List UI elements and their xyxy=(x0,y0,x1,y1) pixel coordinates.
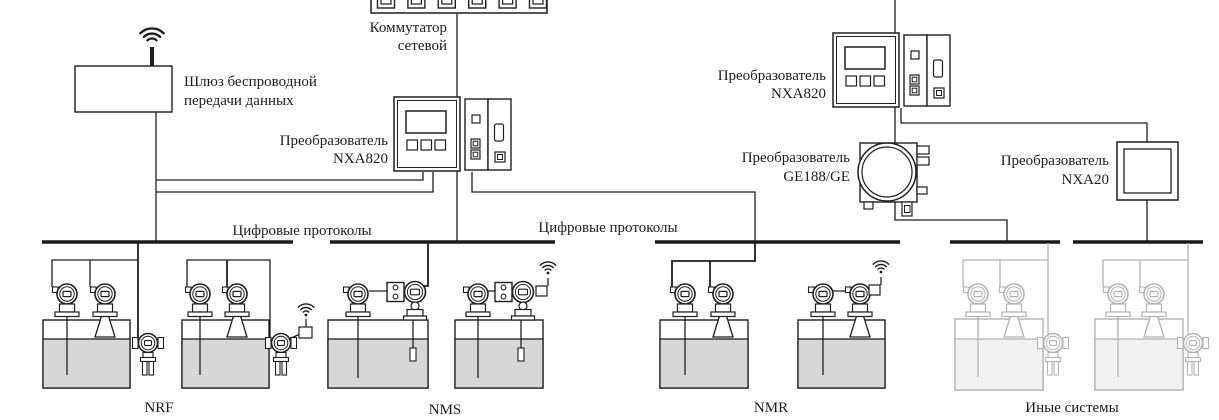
group-label-nms: NMS xyxy=(429,402,462,418)
wireless-gateway xyxy=(74,27,173,113)
wifi-icon xyxy=(539,261,557,276)
wireless-side-device xyxy=(264,332,298,376)
wifi-icon xyxy=(872,260,890,275)
network-wiring xyxy=(155,0,1148,243)
tank-group-nms: NMS xyxy=(327,243,557,418)
network-switch xyxy=(370,0,548,14)
nxa820-right-label-line1: Преобразователь xyxy=(718,68,826,84)
wifi-icon xyxy=(139,27,165,42)
nxa820-left-label-line1: Преобразователь xyxy=(280,133,388,149)
switch-label-line2: сетевой xyxy=(398,38,447,54)
bus-left-label: Цифровые протоколы xyxy=(232,223,371,239)
ge188-label-line1: Преобразователь xyxy=(742,150,850,166)
side-device xyxy=(131,332,165,376)
servo-gauge xyxy=(386,280,428,321)
converter-nxa820-right xyxy=(832,32,951,108)
wifi-icon xyxy=(297,303,315,318)
converter-nxa20 xyxy=(1116,141,1179,201)
diagram-labels: Коммутатор сетевой Шлюз беспроводной пер… xyxy=(184,20,1109,239)
switch-ports xyxy=(376,0,548,9)
converter-ge188 xyxy=(857,142,930,217)
tank-group-nrf: NRF xyxy=(42,243,315,416)
nxa20-label-line1: Преобразователь xyxy=(1001,153,1109,169)
converter-nxa820-left xyxy=(393,96,512,172)
gateway-label-line1: Шлюз беспроводной xyxy=(184,74,317,90)
nxa20-label-line2: NXA20 xyxy=(1062,172,1110,188)
wireless-servo-gauge xyxy=(494,280,536,321)
ge188-label-line2: GE188/GE xyxy=(783,169,850,185)
gateway-label-line2: передачи данных xyxy=(184,93,294,109)
group-label-other-systems: Иные системы xyxy=(1025,400,1118,416)
nxa820-right-label-line2: NXA820 xyxy=(771,86,826,102)
nxa820-left-label-line2: NXA820 xyxy=(333,151,388,167)
group-label-nrf: NRF xyxy=(144,400,173,416)
tank-group-nmr: NMR xyxy=(659,243,890,416)
group-label-nmr: NMR xyxy=(754,400,788,416)
tank-group-other-systems xyxy=(954,243,1210,391)
switch-label-line1: Коммутатор xyxy=(370,20,447,36)
bus-right-label: Цифровые протоколы xyxy=(538,220,677,236)
